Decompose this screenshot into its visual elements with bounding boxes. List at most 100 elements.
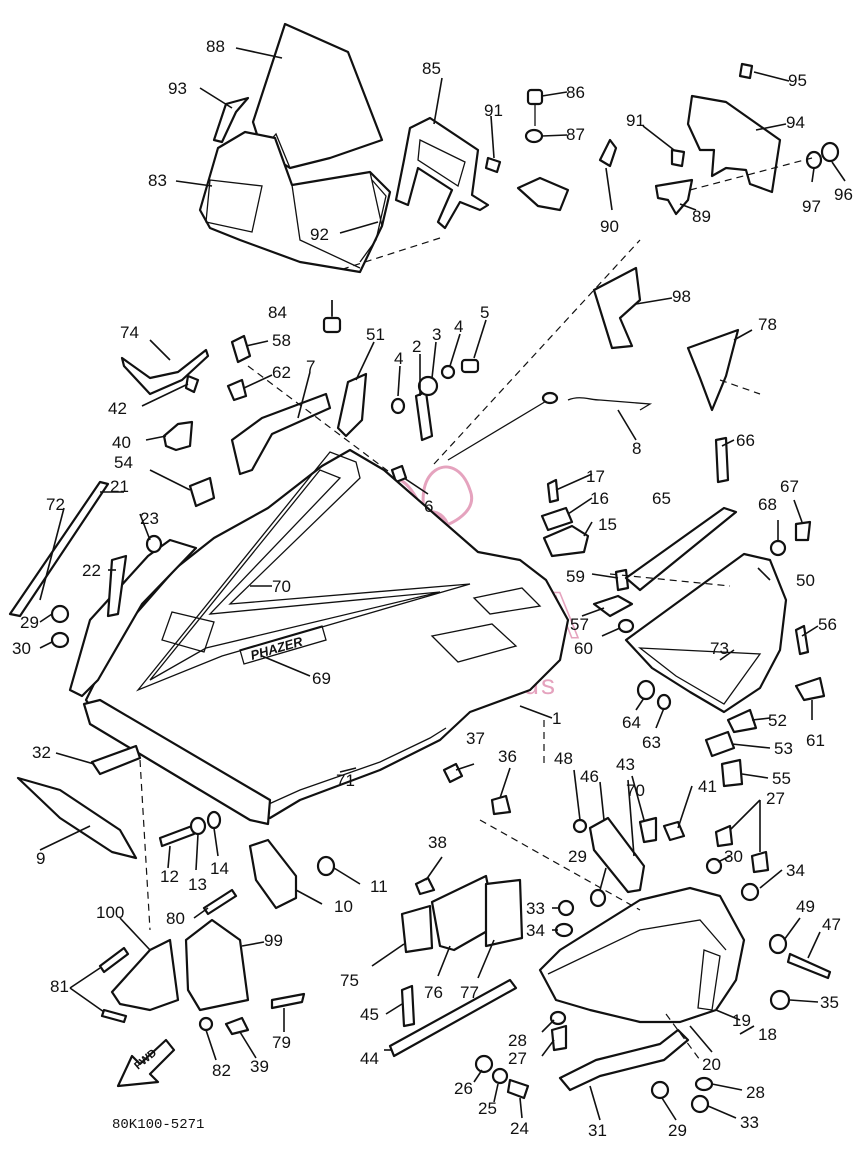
callout-79: 79 [272,1033,291,1052]
callout-81: 81 [50,977,69,996]
callout-28: 28 [508,1031,527,1050]
callout-67: 67 [780,477,799,496]
callout-43: 43 [616,755,635,774]
callout-4b: 4 [454,317,463,336]
callout-92: 92 [310,225,329,244]
side-plate [686,94,782,194]
callout-64: 64 [622,713,641,732]
callout-96: 96 [834,185,853,204]
callout-24: 24 [510,1119,529,1138]
callout-77: 77 [460,983,479,1002]
callout-31: 31 [588,1121,607,1140]
callout-21: 21 [110,477,129,496]
callout-69: 69 [312,669,331,688]
callout-83: 83 [148,171,167,190]
part-drawings: PHAZER [8,22,840,1114]
side-panel [592,266,642,350]
callout-34b: 34 [786,861,805,880]
callout-68: 68 [758,495,777,514]
callout-86: 86 [566,83,585,102]
callout-33: 33 [526,899,545,918]
callout-19: 19 [732,1011,751,1030]
callout-80: 80 [166,909,185,928]
callout-55: 55 [772,769,791,788]
callout-34: 34 [526,921,545,940]
callout-94: 94 [786,113,805,132]
dashed-guides [139,157,813,1061]
callout-73: 73 [710,639,729,658]
callout-65: 65 [652,489,671,508]
callout-35: 35 [820,993,839,1012]
skid-plate [16,776,138,860]
callout-12: 12 [160,867,179,886]
callout-90: 90 [600,217,619,236]
callout-23: 23 [140,509,159,528]
callout-47: 47 [822,915,841,934]
callout-93: 93 [168,79,187,98]
leader-lines [39,47,846,1121]
callout-38: 38 [428,833,447,852]
callout-18: 18 [758,1025,777,1044]
callout-75: 75 [340,971,359,990]
callout-62: 62 [272,363,291,382]
callout-57: 57 [570,615,589,634]
callout-27b: 27 [766,789,785,808]
callout-70b: 70 [626,781,645,800]
callout-78: 78 [758,315,777,334]
callout-36: 36 [498,747,517,766]
side-panel-mid [184,918,250,1012]
callout-17: 17 [586,467,605,486]
callout-22: 22 [82,561,101,580]
callout-61: 61 [806,731,825,750]
callout-labels: 1 2 3 4 4 5 6 7 8 9 10 11 12 13 14 15 16… [12,37,853,1140]
callout-100: 100 [96,903,124,922]
callout-39: 39 [250,1057,269,1076]
callout-9: 9 [36,849,45,868]
mounting-bracket [394,116,490,230]
callout-50: 50 [796,571,815,590]
callout-8: 8 [632,439,641,458]
callout-37: 37 [466,729,485,748]
callout-41: 41 [698,777,717,796]
callout-63: 63 [642,733,661,752]
callout-76: 76 [424,983,443,1002]
diagram-code: 80K100-5271 [112,1117,204,1133]
callout-33b: 33 [740,1113,759,1132]
callout-2: 2 [412,337,421,356]
callout-30: 30 [12,639,31,658]
callout-27: 27 [508,1049,527,1068]
callout-74: 74 [120,323,139,342]
windshield [251,22,384,170]
callout-29: 29 [20,613,39,632]
fwd-arrow-icon: FWD [116,1038,176,1088]
callout-13: 13 [188,875,207,894]
callout-53: 53 [774,739,793,758]
callout-60: 60 [574,639,593,658]
callout-46: 46 [580,767,599,786]
callout-4: 4 [394,349,403,368]
callout-49: 49 [796,897,815,916]
callout-66: 66 [736,431,755,450]
callout-71: 71 [336,771,355,790]
callout-70: 70 [272,577,291,596]
callout-42: 42 [108,399,127,418]
callout-15: 15 [598,515,617,534]
callout-58: 58 [272,331,291,350]
callout-52: 52 [768,711,787,730]
callout-1: 1 [552,709,561,728]
callout-97: 97 [802,197,821,216]
callout-26: 26 [454,1079,473,1098]
callout-44: 44 [360,1049,379,1068]
side-panel-right [686,328,740,412]
callout-88: 88 [206,37,225,56]
callout-45: 45 [360,1005,379,1024]
callout-16: 16 [590,489,609,508]
callout-59: 59 [566,567,585,586]
callout-29b: 29 [568,847,587,866]
callout-28b: 28 [746,1083,765,1102]
callout-51: 51 [366,325,385,344]
callout-87: 87 [566,125,585,144]
callout-14: 14 [210,859,229,878]
callout-11: 11 [370,877,388,896]
